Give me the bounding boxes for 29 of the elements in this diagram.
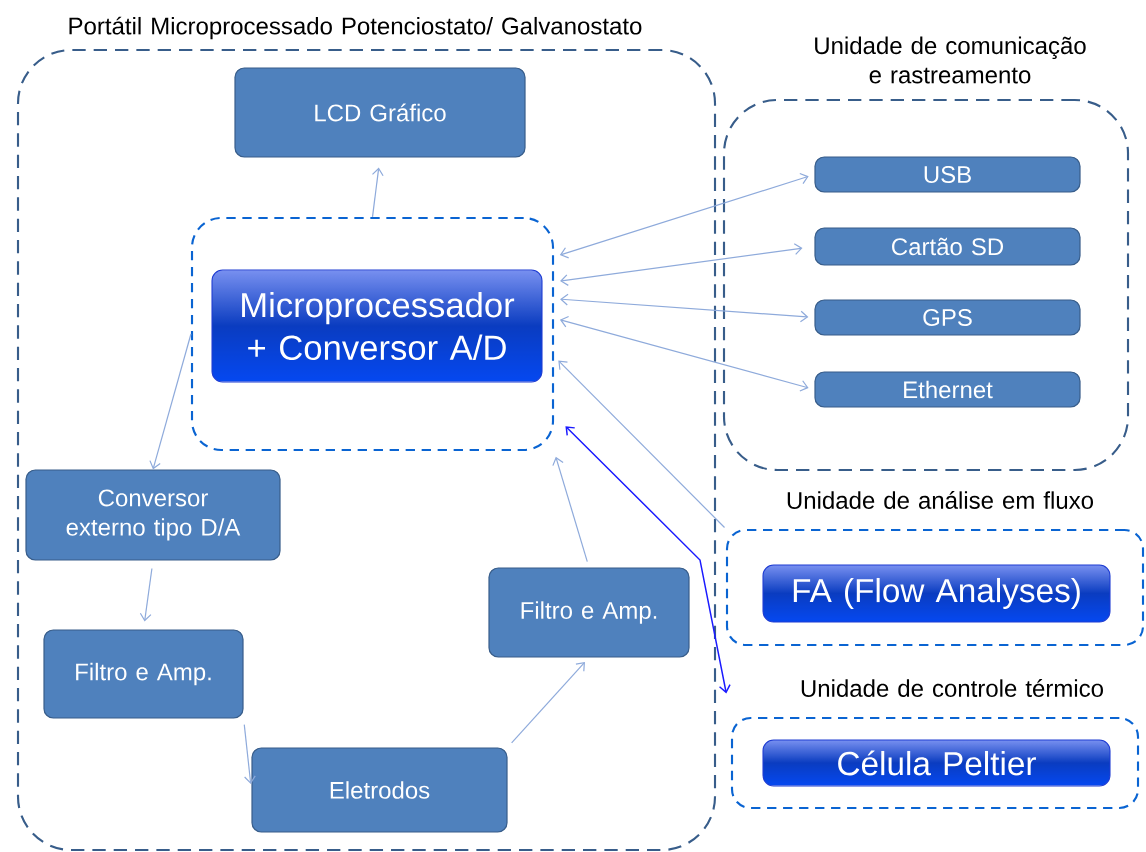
arrow — [559, 315, 809, 392]
unit-title: Unidade de controle térmico — [801, 679, 1103, 697]
process-box: Conversor externo tipo D/A — [25, 469, 281, 561]
arrow — [139, 567, 153, 622]
process-box: Cartão SD — [814, 227, 1081, 266]
arrow — [371, 167, 384, 218]
process-box: Eletrodos — [251, 747, 508, 833]
highlight-box: FA (Flow Analyses) — [762, 564, 1111, 623]
unit-title: Unidade de análise em fluxo — [787, 491, 1093, 509]
highlight-box: Microprocessador + Conversor A/D — [211, 269, 543, 383]
arrow — [559, 172, 809, 259]
highlight-box: Célula Peltier — [762, 739, 1111, 787]
process-box: USB — [814, 156, 1081, 193]
process-box: Ethernet — [814, 371, 1081, 408]
arrow — [552, 456, 588, 563]
arrow — [149, 333, 192, 470]
arrow — [565, 426, 731, 694]
unit-title: Portátil Microprocessado Potenciostato/ Galvanostato — [69, 16, 642, 40]
arrow — [243, 723, 256, 785]
arrow — [560, 293, 809, 323]
arrow — [558, 360, 726, 529]
arrow — [560, 243, 803, 286]
process-box: GPS — [814, 299, 1081, 336]
arrow — [511, 662, 585, 744]
unit-title: Unidade de comunicação e rastreamento — [815, 36, 1086, 84]
process-box: Filtro e Amp. — [488, 567, 690, 658]
dashed-box — [190, 216, 555, 452]
process-box: Filtro e Amp. — [43, 629, 244, 719]
process-box: LCD Gráfico — [234, 67, 526, 158]
